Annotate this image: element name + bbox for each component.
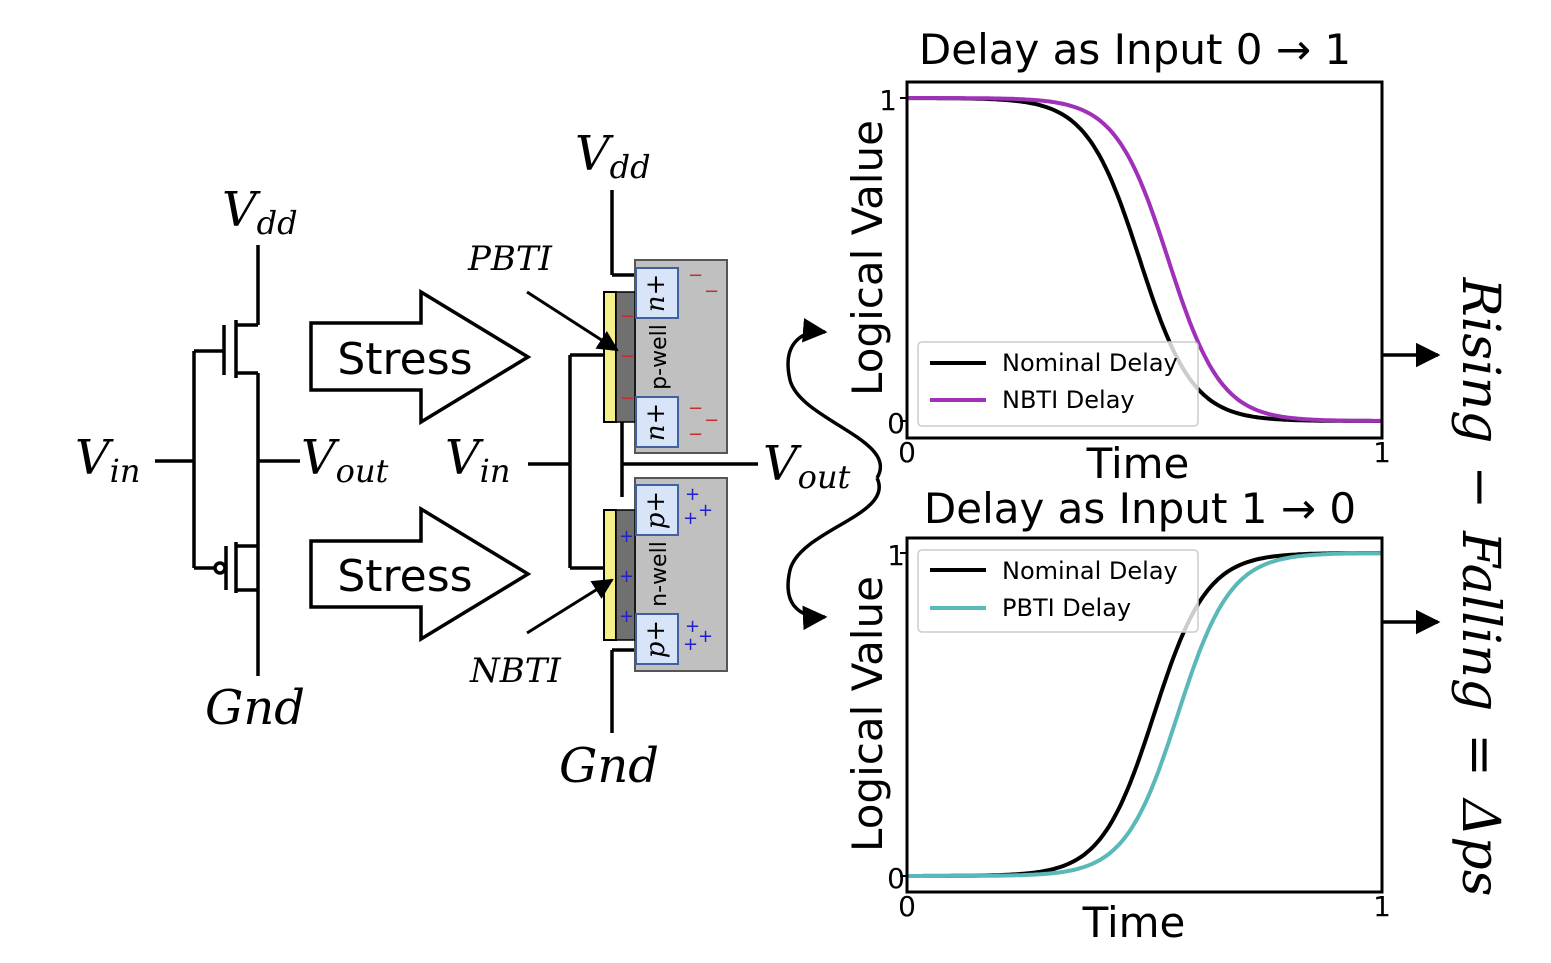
chart-bottom-xtick-label-0: 0 (898, 890, 916, 923)
chart-top-xtick-label-0: 0 (898, 436, 916, 469)
cmos-inverter-schematic (155, 245, 300, 676)
pmos-cross-section: p+ p+ n-well + + + + + + + + + (603, 477, 728, 672)
device-vdd-label: Vdd (575, 126, 651, 186)
chart-bottom-series-pbti-delay (907, 551, 1383, 878)
nbti-label: NBTI (469, 651, 561, 691)
stress-label-top: Stress (337, 334, 472, 385)
chart-top-legend: Nominal Delay NBTI Delay (917, 341, 1199, 427)
svg-text:−: − (688, 265, 703, 286)
device-vout-label: Vout (763, 436, 851, 496)
svg-text:−: − (704, 410, 719, 431)
svg-text:−: − (620, 346, 635, 367)
svg-text:−: − (688, 398, 703, 419)
nmos-drain-label: n+ (641, 403, 671, 442)
connector-to-top-chart (786, 318, 882, 479)
chart-top-legend-label-nbti: NBTI Delay (1002, 386, 1135, 414)
pbti-pointer (526, 290, 619, 352)
chart-bottom-curves (907, 551, 1383, 878)
svg-text:+: + (619, 566, 634, 587)
svg-text:−: − (620, 388, 635, 409)
chart-top-ytick-label-0: 0 (887, 407, 905, 440)
svg-text:+: + (683, 634, 698, 655)
chart-top-series-nbti-delay (907, 96, 1382, 423)
device-wires (528, 190, 758, 733)
nmos-negative-charges: − − − − − − − − (620, 265, 719, 445)
svg-text:−: − (620, 306, 635, 327)
nmos-source-label: n+ (641, 274, 671, 313)
svg-text:+: + (698, 626, 713, 647)
chart-bottom-xtick-label-1: 1 (1373, 890, 1391, 923)
pmos-source-label: p+ (641, 491, 671, 529)
chart-top-curves (906, 96, 1382, 423)
stress-arrow-bottom: Stress (309, 505, 532, 643)
circuit-vin-label: Vin (75, 430, 141, 490)
chart-bottom-ylabel: Logical Value (843, 576, 892, 852)
chart-top-frame (905, 80, 1384, 440)
nmos-cross-section: n+ n+ p-well − − − − − − − − (603, 259, 728, 454)
chart-bottom-xlabel: Time (1082, 898, 1186, 947)
chart-bottom-legend-label-nominal: Nominal Delay (1002, 557, 1178, 585)
svg-text:+: + (619, 606, 634, 627)
chart-top-title: Delay as Input 0 → 1 (919, 25, 1351, 74)
pbti-label: PBTI (467, 239, 553, 279)
circuit-gnd-label: Gnd (205, 680, 305, 736)
chart-top-ylabel: Logical Value (843, 120, 892, 396)
chart-bottom-legend-label-pbti: PBTI Delay (1002, 594, 1131, 622)
chart-top: Delay as Input 0 → 1 1 0 0 1 Time Logica… (843, 25, 1391, 488)
nmos-well-label: p-well (647, 324, 672, 390)
chart-bottom: Delay as Input 1 → 0 1 0 0 1 Time Logica… (843, 484, 1391, 947)
chart-top-ytick-label-1: 1 (879, 84, 897, 117)
chart-bottom-ytick-label-0: 0 (887, 862, 905, 895)
circuit-vdd-label: Vdd (222, 182, 298, 242)
result-equation: Rising−Falling=Δps (1450, 277, 1510, 897)
svg-text:+: + (685, 616, 700, 637)
pmos-positive-charges: + + + + + + + + + (619, 484, 713, 655)
circuit-vout-label: Vout (301, 430, 389, 490)
svg-text:−: − (688, 424, 703, 445)
device-vin-label: Vin (445, 430, 511, 490)
connector-to-bottom-chart (786, 477, 881, 631)
stress-arrow-top: Stress (309, 288, 532, 426)
chart-bottom-title: Delay as Input 1 → 0 (924, 484, 1356, 533)
chart-top-xlabel: Time (1086, 439, 1190, 488)
svg-text:+: + (619, 526, 634, 547)
svg-text:+: + (685, 484, 700, 505)
svg-text:+: + (683, 508, 698, 529)
stress-label-bottom: Stress (337, 551, 472, 602)
chart-top-xtick-label-1: 1 (1373, 436, 1391, 469)
device-gnd-label: Gnd (559, 738, 659, 794)
nbti-pointer (526, 578, 614, 635)
svg-text:+: + (698, 500, 713, 521)
pmos-well-label: n-well (647, 541, 672, 607)
chart-bottom-ytick-label-1: 1 (887, 539, 905, 572)
chart-bottom-frame (905, 536, 1384, 894)
chart-bottom-legend: Nominal Delay PBTI Delay (917, 549, 1199, 633)
pmos-drain-label: p+ (641, 620, 671, 658)
svg-text:−: − (704, 281, 719, 302)
chart-top-legend-label-nominal: Nominal Delay (1002, 349, 1178, 377)
